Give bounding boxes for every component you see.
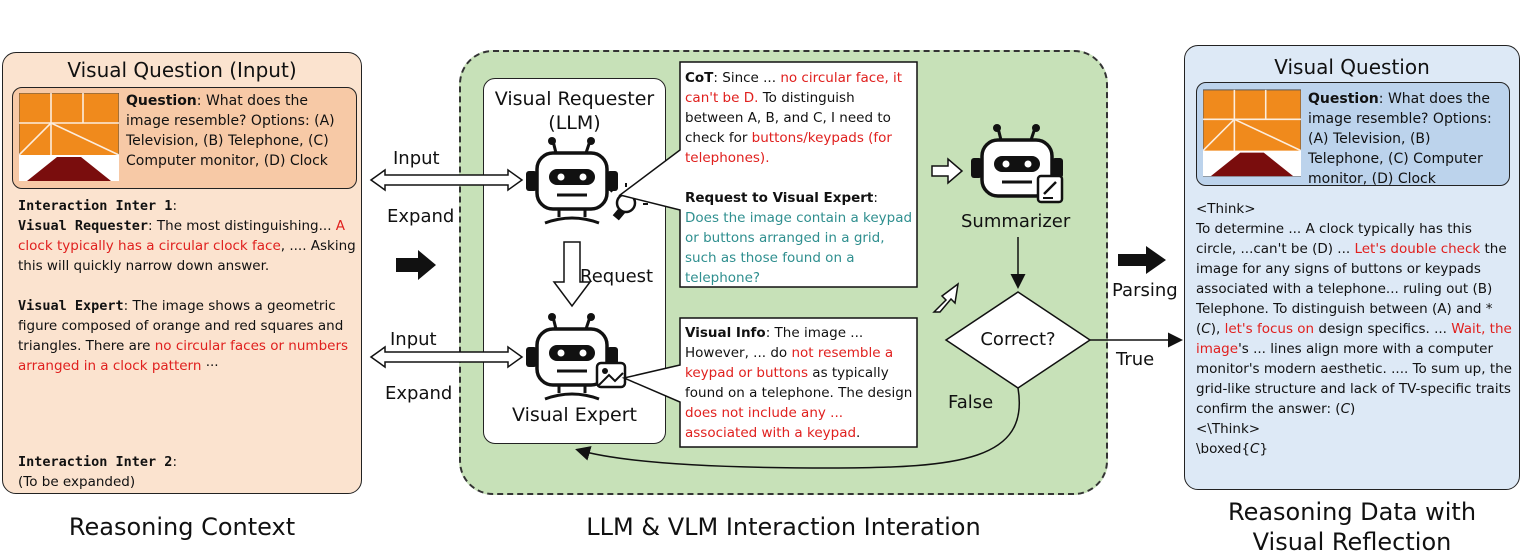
edit-note-icon <box>1036 174 1064 204</box>
request-arrow <box>552 241 592 308</box>
expand-label-bottom: Expand <box>385 383 453 404</box>
summarizer-label: Summarizer <box>961 211 1071 232</box>
visual-requester-robot-icon <box>526 137 648 225</box>
input-image-thumbnail <box>19 93 119 181</box>
top-double-arrow <box>369 168 524 192</box>
request-label: Request <box>580 266 654 287</box>
reasoning-data-caption: Reasoning Data with Visual Reflection <box>1227 498 1477 556</box>
input-label-top: Input <box>393 148 440 169</box>
interaction-log: Interaction Inter 1: Visual Requester: T… <box>18 196 356 376</box>
visual-expert-robot-icon <box>526 313 627 401</box>
interaction-caption: LLM & VLM Interaction Interation <box>586 513 981 541</box>
parsing-arrow <box>1118 246 1166 274</box>
to-summarizer-arrow <box>931 157 964 185</box>
right-panel-title: Visual Question <box>1274 55 1430 79</box>
image-picture-icon <box>595 361 627 389</box>
false-loop-arrow <box>575 387 1021 469</box>
decision-label: Correct? <box>980 329 1056 350</box>
output-image-thumbnail <box>1203 89 1301 177</box>
summarizer-robot-icon <box>971 124 1064 204</box>
reasoning-context-caption: Reasoning Context <box>68 513 296 541</box>
inter1-heading: Interaction Inter 1: <box>18 198 177 214</box>
think-block: <Think> To determine ... A clock typical… <box>1196 201 1512 457</box>
visual-info-bubble-text: Visual Info: The image ... However, ... … <box>685 325 913 441</box>
visual-expert-title: Visual Expert <box>511 404 638 426</box>
left-question-text: Question: What does the image resemble? … <box>126 93 335 169</box>
parsing-label: Parsing <box>1112 280 1178 301</box>
expand-label-top: Expand <box>387 206 455 227</box>
right-question-text: Question: What does the image resemble? … <box>1308 91 1492 187</box>
requester-turn: Visual Requester: The most distinguishin… <box>18 218 356 274</box>
false-label: False <box>948 392 994 413</box>
true-label: True <box>1116 349 1155 370</box>
bottom-double-arrow <box>369 345 524 369</box>
inter2-block: Interaction Inter 2: (To be expanded) <box>18 454 177 490</box>
expert-turn: Visual Expert: The image shows a geometr… <box>18 298 349 374</box>
visual-requester-title: Visual Requester (LLM) <box>494 88 655 134</box>
left-panel-title: Visual Question (Input) <box>67 58 297 82</box>
context-flow-arrow <box>396 250 436 280</box>
input-label-bottom: Input <box>390 329 437 350</box>
info-to-summarizer-arrow <box>932 282 960 313</box>
cot-bubble-text: CoT: Since ... no circular face, it can'… <box>685 70 913 286</box>
